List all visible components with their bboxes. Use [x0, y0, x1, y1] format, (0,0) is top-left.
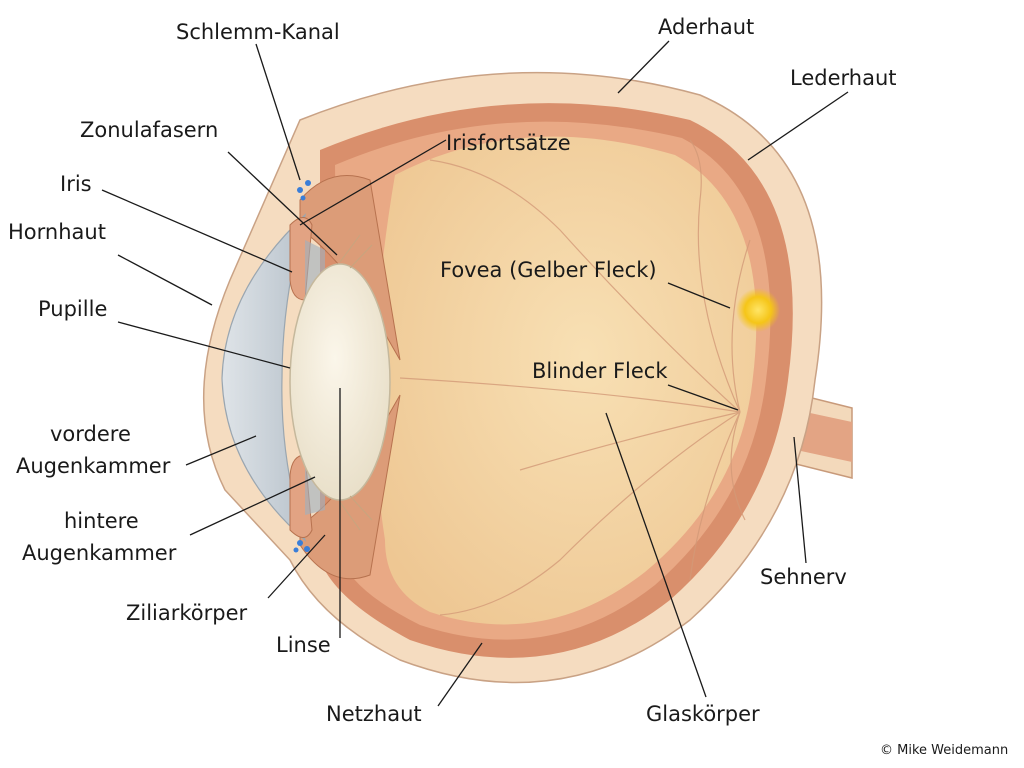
leader-lines	[101, 40, 849, 707]
label-blinder-fleck: Blinder Fleck	[532, 359, 668, 383]
copyright-notice: © Mike Weidemann	[880, 743, 1008, 758]
retinal-vessels	[399, 139, 751, 616]
label-hintere-augenkammer-line1: hintere	[64, 509, 139, 533]
label-zonulafasern: Zonulafasern	[80, 118, 218, 142]
label-vordere-augenkammer-line2: Augenkammer	[16, 454, 171, 478]
vitreous-body	[374, 136, 757, 625]
label-schlemm-kanal: Schlemm-Kanal	[176, 20, 340, 44]
label-vordere-augenkammer-line1: vordere	[50, 422, 131, 446]
label-ziliarkoerper: Ziliarkörper	[126, 601, 248, 625]
label-glaskoerper: Glaskörper	[646, 702, 760, 726]
label-hintere-augenkammer-line2: Augenkammer	[22, 541, 177, 565]
label-fovea: Fovea (Gelber Fleck)	[440, 258, 657, 282]
schlemm-canal-lower	[293, 540, 310, 553]
zonular-fibers	[339, 234, 373, 531]
label-iris: Iris	[60, 172, 92, 196]
label-linse: Linse	[276, 633, 331, 657]
fovea-spot	[736, 288, 780, 332]
cornea	[221, 213, 307, 542]
label-pupille: Pupille	[38, 297, 107, 321]
schlemm-canal-upper	[297, 180, 311, 201]
label-netzhaut: Netzhaut	[326, 702, 422, 726]
label-irisfortsaetze: Irisfortsätze	[446, 131, 571, 155]
label-hornhaut: Hornhaut	[8, 220, 106, 244]
label-sehnerv: Sehnerv	[760, 565, 847, 589]
label-lederhaut: Lederhaut	[790, 66, 897, 90]
label-aderhaut: Aderhaut	[658, 15, 754, 39]
